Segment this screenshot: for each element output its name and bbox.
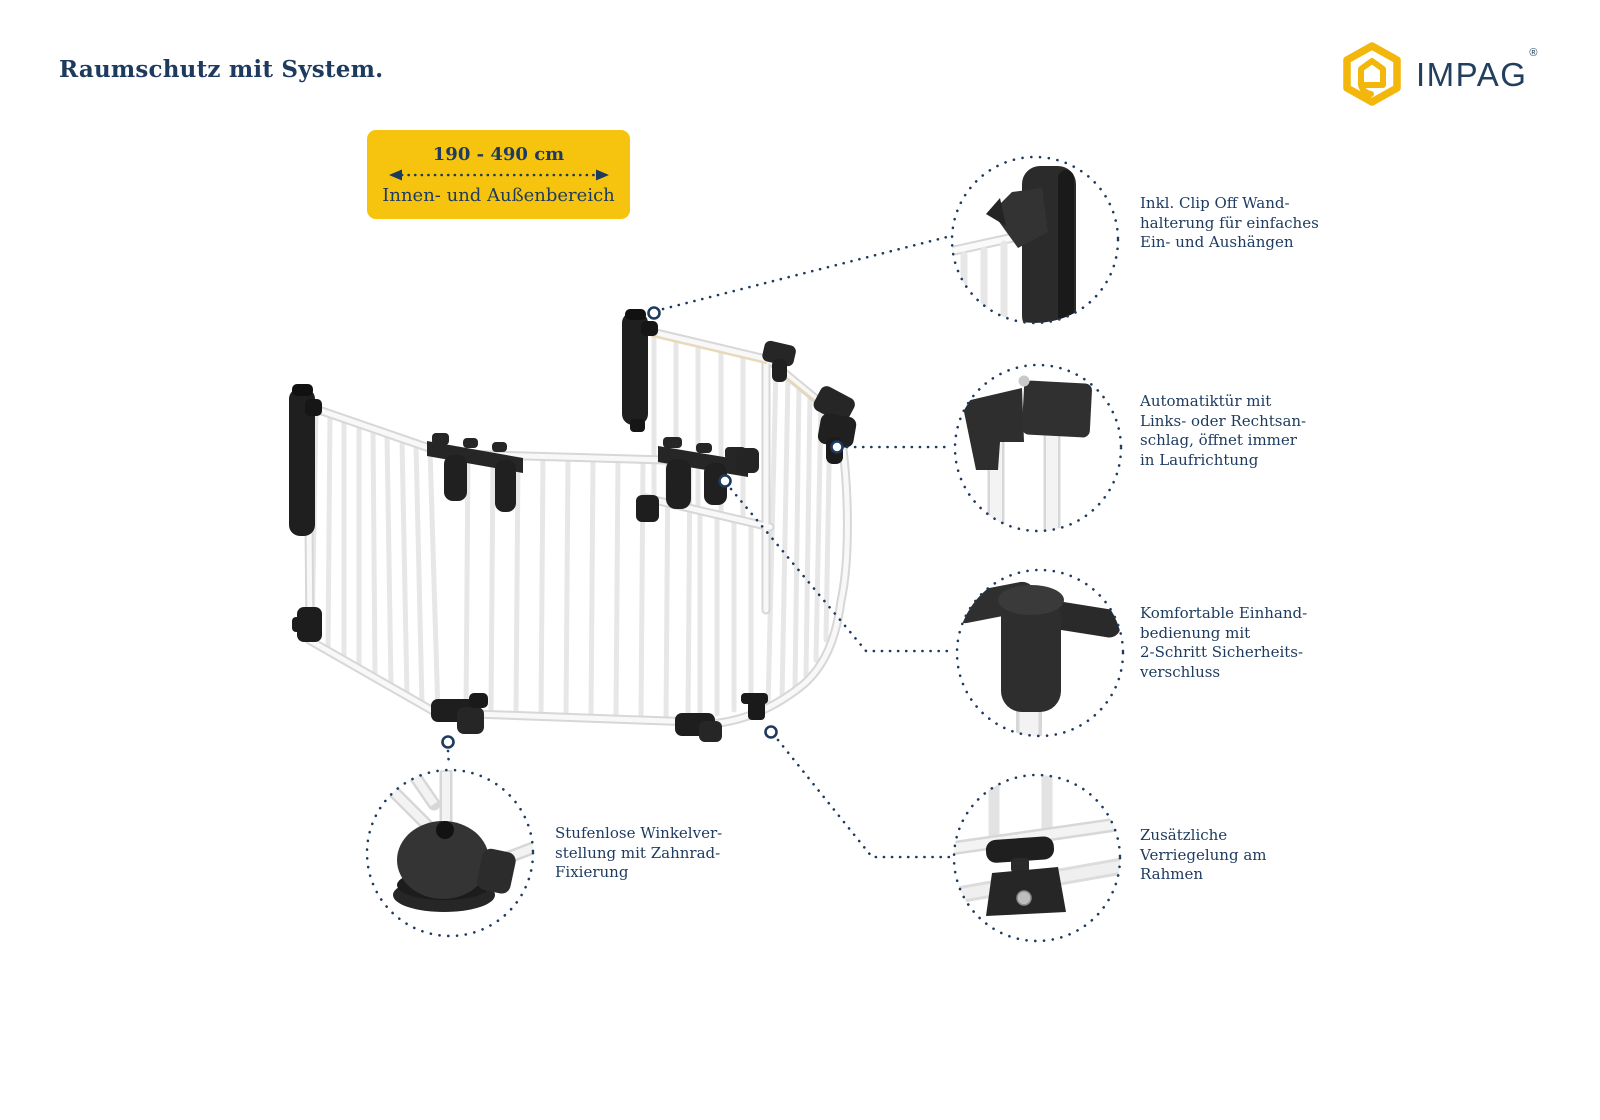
feature-text-automatic-door: Automatiktür mit Links- oder Rechtsan- s… — [1140, 392, 1307, 469]
feature-text-clip-off: Inkl. Clip Off Wand- halterung für einfa… — [1140, 194, 1319, 251]
frame-lock-photo — [954, 775, 1120, 941]
dotted-leader-lines — [446, 235, 955, 859]
automatic-door-hinge-photo — [955, 365, 1121, 531]
range-value: 190 - 490 cm — [432, 143, 565, 165]
marker-ring-5 — [764, 725, 778, 739]
range-badge: 190 - 490 cm Innen- und Außenbereich — [367, 130, 630, 219]
registered-mark: ® — [1529, 46, 1538, 59]
marker-ring-2 — [830, 440, 844, 454]
feature-marker-rings — [441, 306, 844, 749]
brand-name: IMPAG — [1416, 55, 1528, 93]
marker-ring-4 — [441, 735, 455, 749]
gear-angle-foot-photo — [367, 770, 533, 936]
feature-text-angle-adjustment: Stufenlose Winkelver- stellung mit Zahnr… — [555, 824, 723, 881]
callout-circle-borders — [365, 155, 1125, 943]
safety-gate-product — [289, 309, 857, 742]
brand-logo: IMPAG® — [1341, 42, 1538, 106]
feature-text-one-hand: Komfortable Einhand- bedienung mit 2-Sch… — [1140, 604, 1308, 681]
feature-text-frame-lock: Zusätzliche Verriegelung am Rahmen — [1140, 826, 1267, 883]
impag-hexagon-icon — [1343, 42, 1401, 106]
range-area: Innen- und Außenbereich — [382, 184, 615, 206]
marker-ring-3 — [718, 474, 732, 488]
clip-off-wall-mount-photo — [952, 157, 1118, 323]
page-title: Raumschutz mit System. — [59, 56, 384, 83]
one-hand-latch-photo — [957, 570, 1123, 736]
marker-ring-1 — [647, 306, 661, 320]
range-arrow-icon — [388, 169, 609, 180]
